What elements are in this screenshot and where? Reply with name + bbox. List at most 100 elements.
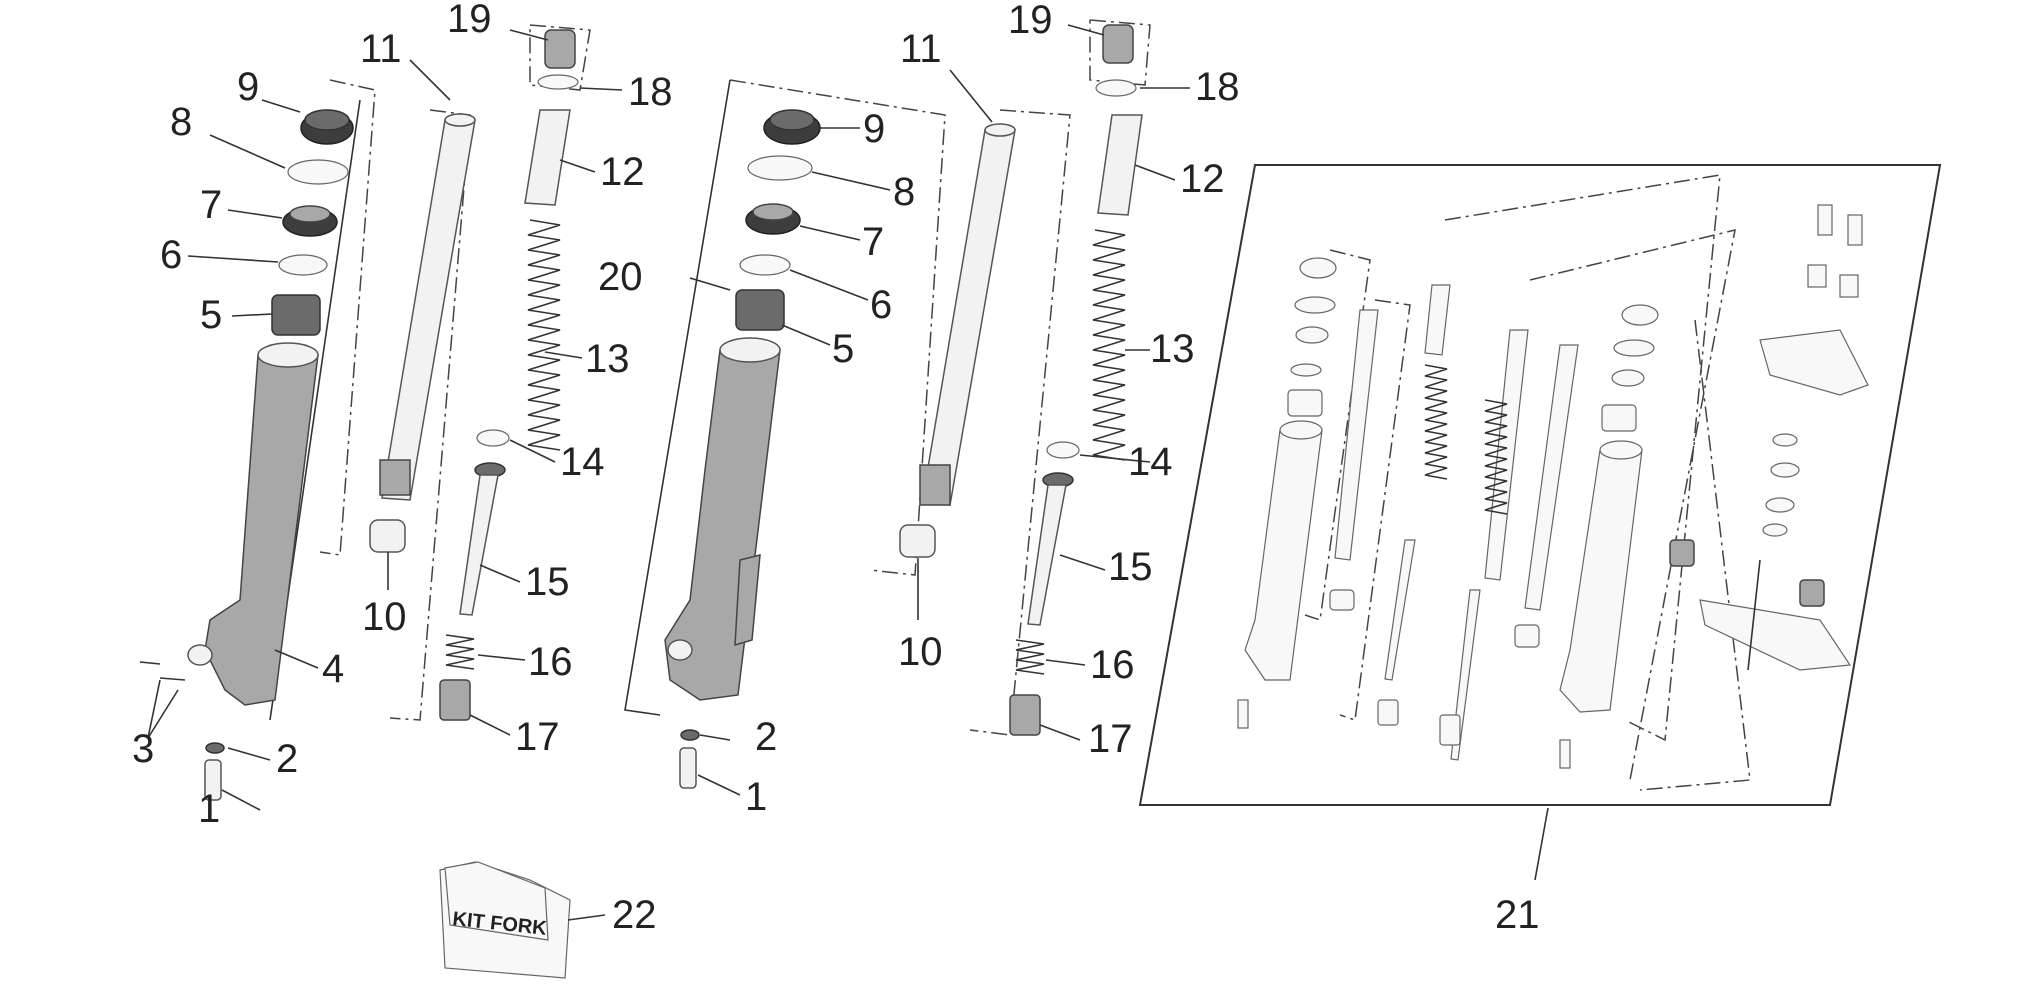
leader bbox=[1039, 724, 1081, 741]
leader bbox=[147, 679, 161, 739]
right-inner-group-frame bbox=[969, 109, 1071, 736]
mini-bolt bbox=[1237, 699, 1249, 729]
retaining-clip bbox=[287, 159, 349, 185]
label-6b: 6 bbox=[870, 283, 892, 327]
rebound-spring bbox=[445, 634, 475, 670]
label-7: 7 bbox=[200, 183, 222, 227]
bag-flap bbox=[444, 861, 549, 941]
mini-stanchion bbox=[1334, 309, 1379, 561]
outer-fork-leg bbox=[664, 349, 781, 701]
leader bbox=[469, 714, 511, 736]
mini-bushing bbox=[1287, 389, 1323, 417]
bottom-cup bbox=[369, 519, 406, 553]
mini-cup-2 bbox=[1514, 624, 1540, 648]
label-5b: 5 bbox=[832, 327, 854, 371]
label-11b: 11 bbox=[900, 27, 942, 71]
label-16: 16 bbox=[528, 640, 573, 684]
leader bbox=[231, 313, 273, 317]
right-seal-group-frame bbox=[729, 79, 946, 576]
label-15b: 15 bbox=[1108, 545, 1153, 589]
top-cap bbox=[1102, 24, 1134, 64]
washer bbox=[739, 254, 791, 276]
mini-seal bbox=[1295, 326, 1329, 344]
leader bbox=[789, 269, 869, 301]
leader bbox=[227, 209, 283, 219]
label-16b: 16 bbox=[1090, 643, 1135, 687]
label-13b: 13 bbox=[1150, 327, 1195, 371]
leader bbox=[799, 225, 861, 241]
leader bbox=[949, 69, 993, 123]
label-6: 6 bbox=[160, 233, 182, 277]
left-cap-group-frame bbox=[529, 24, 591, 91]
mini-frame bbox=[1304, 249, 1371, 621]
leader bbox=[227, 747, 271, 761]
leader bbox=[274, 649, 319, 669]
mini-frame bbox=[1639, 319, 1751, 791]
axle-lug bbox=[667, 639, 693, 661]
leader bbox=[1534, 807, 1549, 881]
fork-spring bbox=[1092, 229, 1126, 461]
label-12: 12 bbox=[600, 150, 645, 194]
damper-rod bbox=[459, 474, 499, 616]
stanchion-tube bbox=[921, 129, 1016, 506]
right-cap-group-frame bbox=[1089, 19, 1151, 86]
fork-spring bbox=[527, 219, 561, 451]
part-number-labels: 1 2 3 4 5 6 7 8 9 10 11 12 13 14 15 16 1… bbox=[132, 0, 1540, 937]
rebound-spring bbox=[1015, 639, 1045, 675]
stanchion-bush bbox=[919, 464, 951, 506]
clamp-bolt bbox=[1847, 214, 1863, 246]
leader bbox=[261, 99, 301, 113]
mini-dust-seal bbox=[1299, 257, 1337, 279]
bushing bbox=[735, 289, 785, 331]
outer-fork-leg bbox=[204, 354, 319, 706]
washer bbox=[278, 254, 328, 276]
dust-seal-top bbox=[769, 109, 815, 131]
mini-stanchion-2 bbox=[1524, 344, 1579, 611]
mini-frame bbox=[1339, 299, 1411, 721]
leader bbox=[579, 87, 623, 91]
label-19b: 19 bbox=[1008, 0, 1053, 42]
label-4: 4 bbox=[322, 647, 344, 691]
leader bbox=[699, 734, 731, 741]
leader bbox=[689, 277, 731, 291]
spring-seat bbox=[1046, 441, 1080, 459]
leader bbox=[409, 59, 451, 101]
left-fork-assembly bbox=[139, 24, 623, 811]
label-17b: 17 bbox=[1088, 717, 1133, 761]
leader bbox=[811, 171, 891, 191]
label-21: 21 bbox=[1495, 893, 1540, 937]
leader bbox=[1134, 164, 1176, 181]
right-fork-assembly bbox=[624, 19, 1190, 796]
leader bbox=[697, 774, 741, 796]
mini-clip-2 bbox=[1613, 339, 1655, 357]
label-22: 22 bbox=[612, 893, 657, 937]
bottom-bolt bbox=[679, 747, 697, 789]
top-cap bbox=[544, 29, 576, 69]
label-18: 18 bbox=[628, 70, 673, 114]
mini-outer-leg-2 bbox=[1559, 449, 1643, 713]
leader bbox=[221, 789, 261, 811]
assembly-frame bbox=[1138, 164, 1942, 806]
label-19: 19 bbox=[447, 0, 492, 41]
right-outer-frame-line bbox=[624, 79, 731, 716]
leader bbox=[209, 134, 286, 169]
left-seal-group-frame bbox=[319, 79, 376, 556]
label-8b: 8 bbox=[893, 170, 915, 214]
leader bbox=[147, 689, 179, 739]
mini-rod bbox=[1384, 539, 1416, 681]
bolt-washer bbox=[205, 742, 225, 754]
kit-fork-bag: KIT FORK bbox=[439, 861, 606, 979]
complete-fork-assembly-box bbox=[1138, 164, 1942, 881]
mini-top-cap-2 bbox=[1799, 579, 1825, 607]
dust-seal-top bbox=[304, 109, 350, 131]
label-14: 14 bbox=[560, 440, 605, 484]
mini-seal-2 bbox=[1611, 369, 1645, 387]
leader bbox=[567, 914, 606, 921]
label-14b: 14 bbox=[1128, 440, 1173, 484]
leader bbox=[509, 29, 549, 41]
label-9b: 9 bbox=[863, 107, 885, 151]
clamp-bolt bbox=[1817, 204, 1833, 236]
leader bbox=[544, 351, 583, 359]
pinch-screw bbox=[139, 661, 161, 665]
